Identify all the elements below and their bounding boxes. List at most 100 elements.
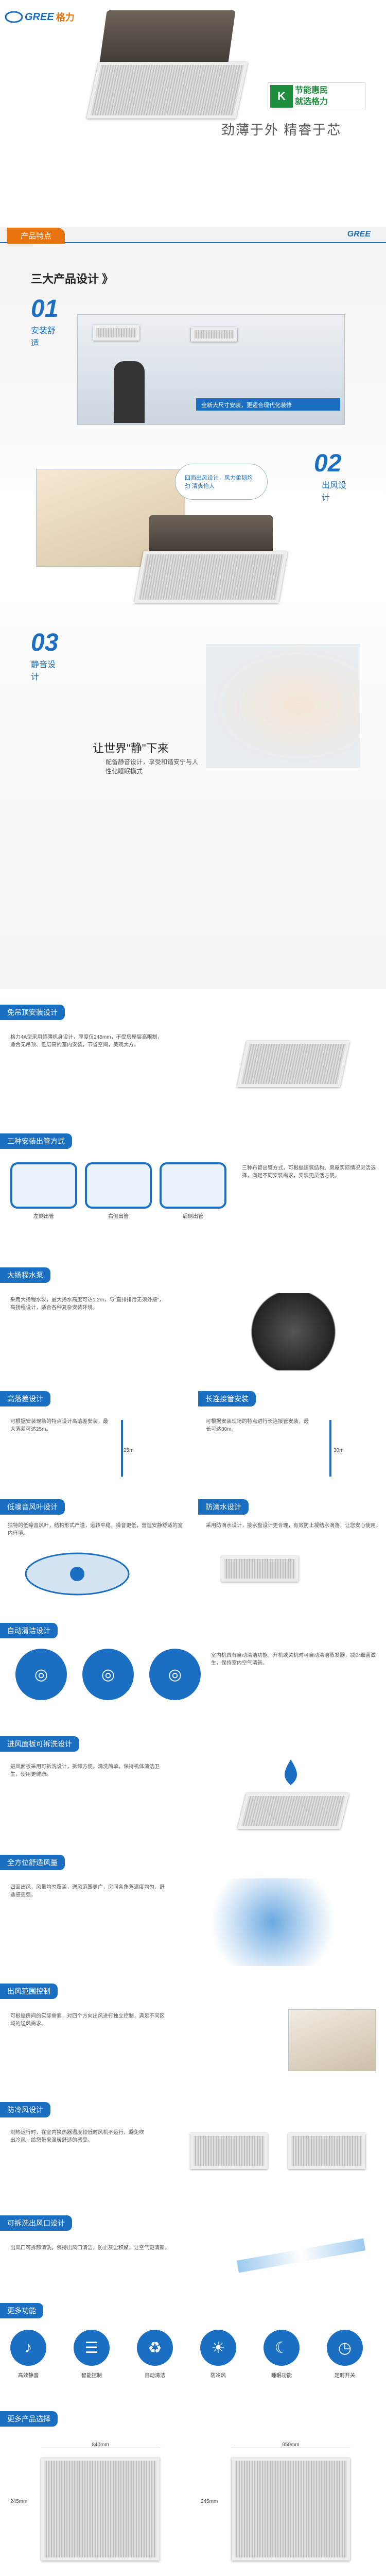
product-width: 840mm — [41, 2442, 160, 2448]
clean-step-icon: ◎ — [149, 1649, 201, 1700]
design1-banner: 全新大尺寸安装，更适合现代化装修 — [196, 398, 340, 411]
pipe-label: 左侧出管 — [33, 1214, 54, 1219]
fan-icon — [25, 1552, 130, 1596]
section-no-ceiling: 免吊顶安装设计 格力4A型采用超薄机身设计，厚度仅245mm，不受房屋层高限制，… — [0, 1005, 386, 1118]
section-title: 免吊顶安装设计 — [0, 1005, 65, 1020]
design2-title: 出风设计 — [322, 481, 347, 502]
design3-number: 03 — [31, 629, 59, 656]
design2-number: 02 — [314, 450, 342, 477]
section-text: 可根据安装现场的特点进行长连接管安装，最长可达30m。 — [206, 1419, 309, 1432]
section-title: 低噪音风叶设计 — [0, 1499, 65, 1515]
header-section: GREE 格力 K 节能惠民 就选格力 劲薄于外 精睿于芯 — [0, 0, 386, 144]
section-more-products: 更多产品选择 840mm 950mm 245mm 245mm — [0, 2411, 386, 2576]
badge-line1: 节能惠民 — [295, 86, 328, 95]
ceiling-unit-icon — [237, 1041, 350, 1087]
pipe-diagram-right — [85, 1162, 152, 1209]
section-text: 出风口可拆卸清洗，保持出风口清洁，防止灰尘积聚，让空气更清新。 — [10, 2245, 170, 2251]
water-drop-icon — [284, 1759, 297, 1785]
clean-step-icon: ◎ — [15, 1649, 67, 1700]
pipe-label: 右侧出管 — [108, 1214, 129, 1219]
office-photo: 全新大尺寸安装，更适合现代化装修 — [77, 314, 345, 425]
design3-text: 配备静音设计，享受和谐安宁与人性化睡眠模式 — [106, 758, 199, 775]
section-pipe-ways: 三种安装出管方式 左侧出管 右侧出管 后侧出管 三种布管出管方式，可根据建筑结构… — [0, 1133, 386, 1252]
energy-badge: K 节能惠民 就选格力 — [268, 82, 365, 110]
function-label: 睡眠功能 — [271, 2373, 292, 2379]
section-washable-outlet: 可拆洗出风口设计 出风口可拆卸清洗，保持出风口清洁，防止灰尘积聚，让空气更清新。 — [0, 2215, 386, 2293]
section-title: 高落差设计 — [0, 1391, 50, 1406]
pipe-diagram-left — [10, 1162, 77, 1209]
product-height: 245mm — [10, 2499, 28, 2504]
section-auto-clean: 自动清洁设计 ◎ ◎ ◎ 室内机具有自动清洁功能，开机或关机时可自动清洁蒸发器，… — [0, 1623, 386, 1726]
pump-image — [237, 1293, 350, 1370]
gree-logo-icon — [5, 11, 23, 23]
section-more-functions: 更多功能 ♪ ☰ ♻ ☀ ☾ ◷ 高效静音 智能控制 自动清洁 防冷风 睡眠功能… — [0, 2303, 386, 2401]
panel-image — [237, 1793, 349, 1829]
section-text: 制热运行时，在室内换热器温度较低时风机不运行，避免吹出冷风，给您带来温暖舒适的感… — [10, 2130, 144, 2143]
function-label: 定时开关 — [335, 2373, 355, 2379]
ceiling-unit-image — [134, 551, 288, 603]
section-title: 更多产品选择 — [0, 2411, 58, 2427]
section-pump: 大扬程水泵 采用大扬程水泵，最大扬水高度可达1.2m，与"直排排污无须外接"，高… — [0, 1267, 386, 1381]
outlet-image — [236, 2238, 366, 2273]
section-text: 可根据安装现场的特点设计高落差安装，最大落差可达25m。 — [10, 1419, 108, 1432]
features-tab-bar: 产品特点 GREE — [0, 227, 386, 244]
section-title: 更多功能 — [0, 2303, 43, 2318]
gree-logo: GREE 格力 — [5, 10, 75, 24]
section-title: 出风范围控制 — [0, 1984, 58, 1999]
section-text: 进风面板采用可拆洗设计，拆卸方便，清洗简单，保持机体清洁卫生，使用更健康。 — [10, 1764, 160, 1777]
section-title: 三种安装出管方式 — [0, 1133, 72, 1149]
design3-quote: 让世界"静"下来 — [93, 742, 169, 755]
features-tab: 产品特点 — [7, 228, 65, 244]
section-airflow: 全方位舒适风量 四面出风，风量均匀覆盖，送风范围更广，房间各角落温度均匀，舒适感… — [0, 1855, 386, 1973]
slogan: 劲薄于外 精睿于芯 — [221, 122, 342, 138]
clean-step-icon: ◎ — [82, 1649, 134, 1700]
function-icon: ♻ — [137, 2330, 173, 2366]
design1-title: 安装舒适 — [31, 327, 56, 348]
section-text: 室内机具有自动清洁功能，开机或关机时可自动清洁蒸发器，减少细菌滋生，保持室内空气… — [211, 1653, 376, 1666]
sleeping-woman-photo — [206, 644, 360, 768]
features-heading: 三大产品设计 》 — [31, 273, 114, 285]
product-height: 245mm — [201, 2499, 218, 2504]
product-image — [41, 2458, 160, 2561]
section-airflow-range: 出风范围控制 可根据房间的实际需要，对四个方向出风进行独立控制，满足不同区域的送… — [0, 1984, 386, 2092]
features-section: 产品特点 GREE 三大产品设计 》 01 安装舒适 全新大尺寸安装，更适合现代… — [0, 227, 386, 989]
design3-title: 静音设计 — [31, 660, 56, 682]
section-text: 采用防滴水设计，接水盘设计更合理，有效防止凝结水滴落，让您安心使用。 — [206, 1523, 381, 1529]
section-text: 四面出风，风量均匀覆盖，送风范围更广，房间各角落温度均匀，舒适感更强。 — [10, 1885, 165, 1898]
section-text: 格力4A型采用超薄机身设计，厚度仅245mm，不受房屋层高限制，适合无吊顶、低层… — [10, 1035, 163, 1048]
section-title: 防冷风设计 — [0, 2102, 50, 2117]
section-title: 防滴水设计 — [198, 1499, 249, 1515]
section-title: 大扬程水泵 — [0, 1267, 50, 1283]
badge-line2: 就选格力 — [295, 97, 328, 106]
section-title: 长连接管安装 — [198, 1391, 256, 1406]
function-label: 智能控制 — [81, 2373, 102, 2379]
clock-icon: ◷ — [327, 2330, 363, 2366]
product-width: 950mm — [232, 2442, 350, 2448]
design2-bubble: 四面出风设计，风力柔韧均匀 清爽怡人 — [175, 464, 268, 500]
section-text: 可根据房间的实际需要，对四个方向出风进行独立控制，满足不同区域的送风需求。 — [10, 2013, 165, 2027]
function-icon: ♪ — [10, 2330, 46, 2366]
section-drop-pipe: 高落差设计 长连接管安装 可根据安装现场的特点设计高落差安装，最大落差可达25m… — [0, 1391, 386, 1484]
brand-name-cn: 格力 — [56, 12, 75, 23]
airflow-diagram — [196, 1878, 350, 1966]
function-label: 自动清洁 — [145, 2373, 165, 2379]
section-anti-cold: 防冷风设计 制热运行时，在室内换热器温度较低时风机不运行，避免吹出冷风，给您带来… — [0, 2102, 386, 2210]
design1-number: 01 — [31, 295, 59, 323]
dimension-label: 25m — [124, 1448, 134, 1453]
room-photo — [288, 2009, 376, 2071]
section-title: 可拆洗出风口设计 — [0, 2215, 72, 2231]
section-title: 进风面板可拆洗设计 — [0, 1736, 79, 1752]
section-text: 采用大扬程水泵，最大扬水高度可达1.2m，与"直排排污无须外接"，高扬程设计，适… — [10, 1297, 165, 1311]
section-fan-drip: 低噪音风叶设计 防滴水设计 独特的低噪音风叶，结构形式严谨，运转平稳，噪音更低，… — [0, 1499, 386, 1607]
function-label: 高效静音 — [18, 2373, 39, 2379]
section-text: 独特的低噪音风叶，结构形式严谨，运转平稳，噪音更低，营造安静舒适的室内环境。 — [8, 1523, 183, 1536]
section-text: 三种布管出管方式，可根据建筑结构、房屋实际情况灵活选择，满足不同安装需求，安装更… — [242, 1165, 376, 1179]
hero-product — [86, 10, 248, 124]
section-title: 自动清洁设计 — [0, 1623, 58, 1638]
dimension-label: 30m — [334, 1448, 344, 1453]
pipe-diagram-back — [160, 1162, 226, 1209]
function-icon: ☰ — [74, 2330, 110, 2366]
section-washable-panel: 进风面板可拆洗设计 进风面板采用可拆洗设计，拆卸方便，清洗简单，保持机体清洁卫生… — [0, 1736, 386, 1844]
pipe-label: 后侧出管 — [183, 1214, 203, 1219]
function-icon: ☾ — [264, 2330, 300, 2366]
